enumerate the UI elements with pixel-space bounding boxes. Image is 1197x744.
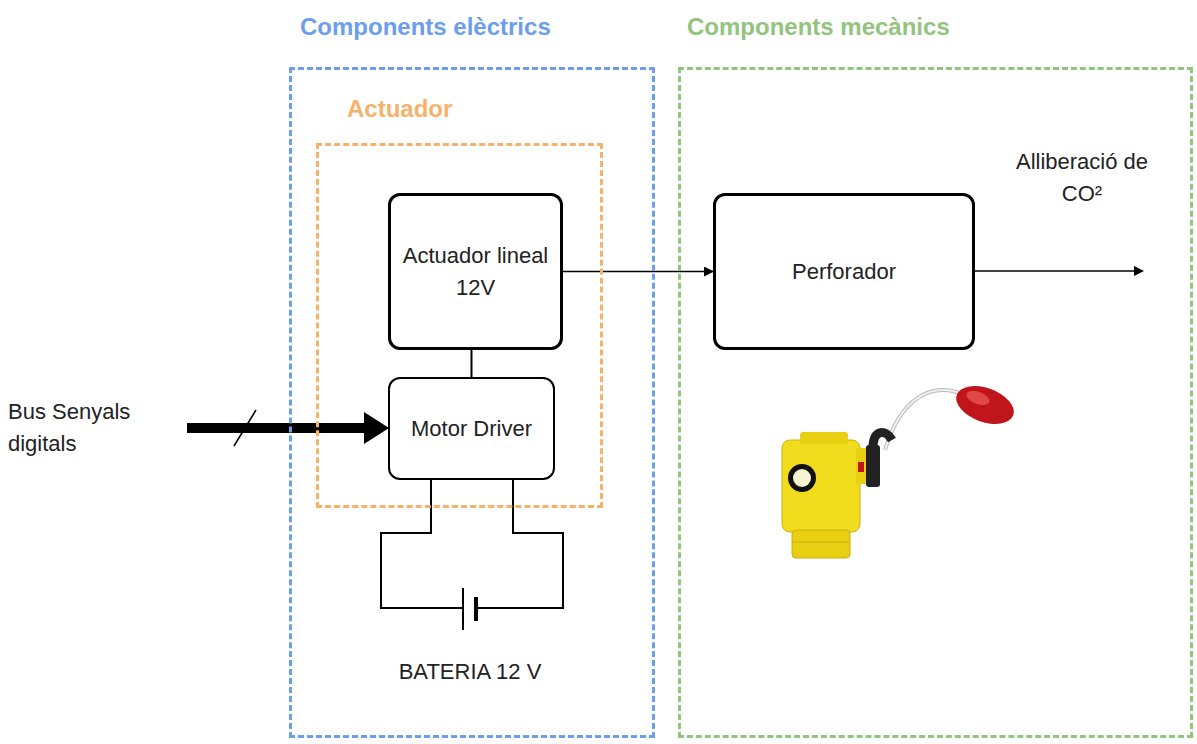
group-region: ActuadorActuador lineal 12VMotor Driver: [316, 143, 603, 508]
box-label: Motor Driver: [411, 413, 532, 445]
group-heading: Components mecànics: [687, 13, 950, 41]
bus-arrow-head: [364, 412, 389, 444]
free-label: Alliberació de CO²: [1012, 146, 1152, 210]
battery-wire: [476, 480, 563, 608]
free-label: Bus Senyals digitals: [8, 396, 184, 460]
box-label: Perforador: [792, 256, 896, 288]
group-heading: Actuador: [347, 95, 452, 123]
output-arrow-head: [1134, 266, 1144, 276]
connector-arrow: [563, 271, 713, 273]
output-arrow: [975, 270, 1136, 272]
connector-line: [471, 350, 473, 377]
bus-arrow-line: [187, 423, 368, 433]
bus-slash: [234, 410, 256, 446]
process-box: Actuador lineal 12V: [388, 193, 563, 350]
battery-plate: [474, 597, 478, 621]
battery-plate: [462, 588, 464, 630]
process-box: Perforador: [713, 193, 975, 350]
battery-wire: [381, 480, 462, 608]
process-box: Motor Driver: [388, 377, 555, 480]
perforator-picture: [782, 379, 1019, 558]
box-label: Actuador lineal 12V: [401, 240, 550, 304]
group-heading: Components elèctrics: [300, 13, 551, 41]
group-region: Components elèctricsActuadorActuador lin…: [289, 67, 655, 738]
free-label: BATERIA 12 V: [340, 656, 600, 688]
